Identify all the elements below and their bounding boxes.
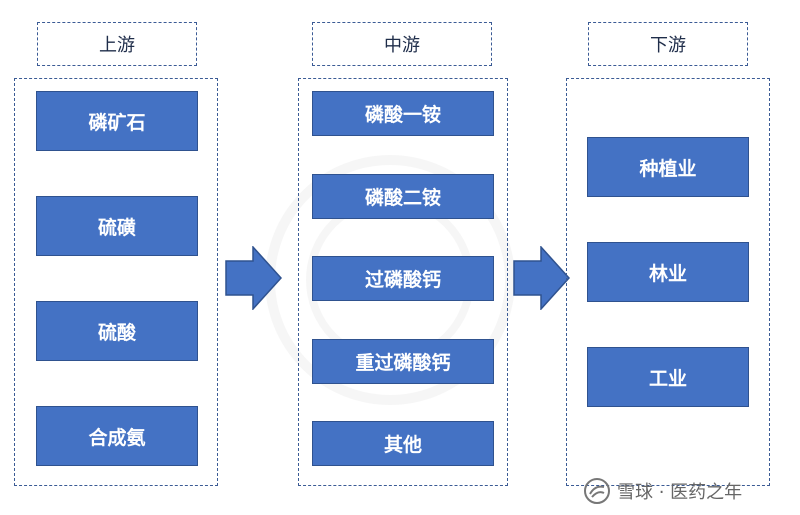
downstream-column: 种植业 林业 工业 (566, 78, 770, 486)
midstream-item-1: 磷酸一铵 (312, 91, 494, 136)
downstream-item-3: 工业 (587, 347, 749, 407)
midstream-item-5: 其他 (312, 421, 494, 466)
upstream-item-1: 磷矿石 (36, 91, 198, 151)
midstream-item-4: 重过磷酸钙 (312, 339, 494, 384)
snowball-watermark: 雪球 · 医药之年 (583, 474, 798, 508)
upstream-item-3: 硫酸 (36, 301, 198, 361)
downstream-item-2: 林业 (587, 242, 749, 302)
downstream-title: 下游 (650, 35, 686, 56)
downstream-item-1: 种植业 (587, 137, 749, 197)
midstream-item-3: 过磷酸钙 (312, 256, 494, 301)
midstream-item-2: 磷酸二铵 (312, 174, 494, 219)
midstream-header: 中游 (312, 22, 492, 66)
upstream-header: 上游 (37, 22, 197, 66)
snowball-logo-icon (584, 478, 610, 504)
upstream-item-2: 硫磺 (36, 196, 198, 256)
upstream-column: 磷矿石 硫磺 硫酸 合成氨 (14, 78, 218, 486)
midstream-column: 磷酸一铵 磷酸二铵 过磷酸钙 重过磷酸钙 其他 (298, 78, 508, 486)
flow-arrow-upstream-to-midstream (225, 246, 283, 310)
upstream-title: 上游 (99, 35, 135, 56)
upstream-item-4: 合成氨 (36, 406, 198, 466)
downstream-header: 下游 (588, 22, 748, 66)
midstream-title: 中游 (384, 35, 420, 56)
watermark-text: 雪球 · 医药之年 (617, 482, 743, 503)
flow-arrow-midstream-to-downstream (513, 246, 571, 310)
